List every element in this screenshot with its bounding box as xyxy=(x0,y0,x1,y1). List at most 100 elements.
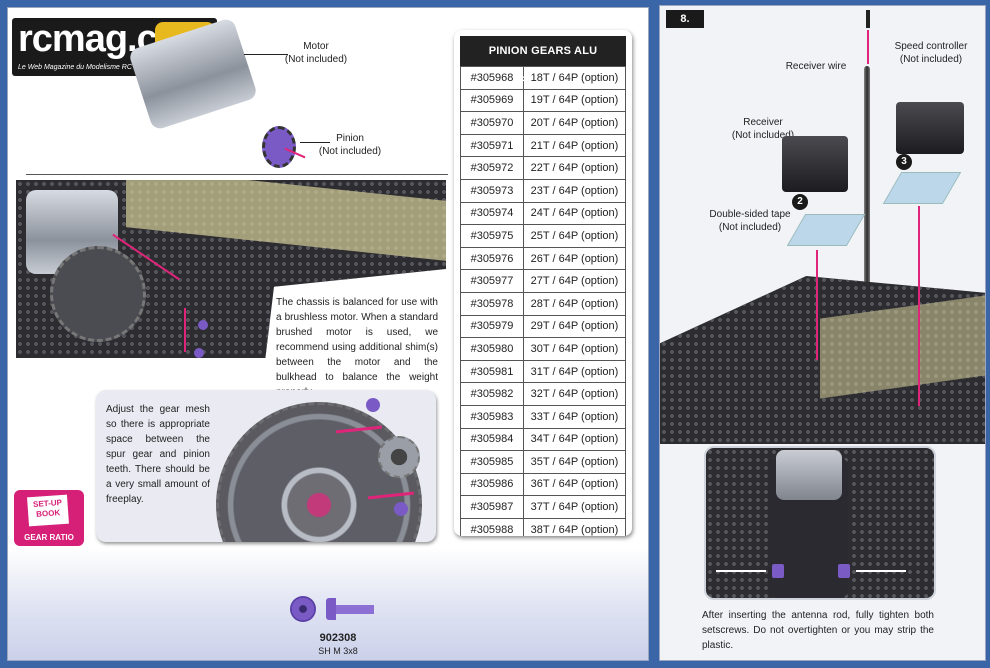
antenna-insert-arrow xyxy=(867,30,869,64)
part-number-cell: #305968 xyxy=(460,66,524,90)
section-divider xyxy=(26,174,448,175)
receiver-wire-label: Receiver wire xyxy=(785,61,847,72)
pinion-size-cell: 37T / 64P (option) xyxy=(523,495,626,519)
screw-head-icon xyxy=(290,596,316,622)
antenna-mount-closeup xyxy=(704,446,936,600)
right-manual-page: 8. Receiver wire Speed controller (Not i… xyxy=(660,6,985,660)
motor-callout: Motor (Not included) xyxy=(284,41,348,65)
purple-screw-top xyxy=(366,398,380,412)
carbon-plate-illustration xyxy=(126,180,446,261)
pinion-size-cell: 30T / 64P (option) xyxy=(523,337,626,361)
setup-book-icon: SET-UP BOOK xyxy=(27,494,69,527)
part-number-cell: #305971 xyxy=(460,133,524,158)
pinion-size-cell: 21T / 64P (option) xyxy=(523,133,626,158)
screw-part-number: 902308 xyxy=(319,632,357,644)
receiver-label: Receiver (Not included) xyxy=(731,117,795,141)
pinion-size-cell: 22T / 64P (option) xyxy=(523,156,626,180)
esc-drop-arrow xyxy=(918,206,920,406)
part-number-cell: #305976 xyxy=(460,246,524,271)
screw-illustration-1 xyxy=(198,320,208,330)
screw-arrow xyxy=(184,308,186,352)
pinion-size-cell: 26T / 64P (option) xyxy=(523,246,626,271)
part-number-cell: #305981 xyxy=(460,359,524,384)
part-number-cell: #305978 xyxy=(460,291,524,316)
setscrew-arrow-left xyxy=(716,570,766,572)
part-number-cell: #305972 xyxy=(460,156,524,180)
spur-gear-illustration xyxy=(50,246,146,342)
antenna-rod xyxy=(864,66,870,362)
step-marker-2: 2 xyxy=(792,194,808,210)
pinion-closeup xyxy=(378,436,420,478)
screw-shank-icon xyxy=(336,605,374,614)
part-number-cell: #305985 xyxy=(460,450,524,474)
pinion-size-cell: 24T / 64P (option) xyxy=(523,201,626,226)
part-number-cell: #305988 xyxy=(460,517,524,536)
logo-tagline: Le Web Magazine du Modelisme RC xyxy=(18,64,132,71)
double-sided-tape-label: Double-sided tape (Not included) xyxy=(709,209,791,233)
speed-controller-illustration xyxy=(896,102,964,154)
receiver-drop-arrow xyxy=(816,250,818,360)
gear-ratio-label: GEAR RATIO xyxy=(24,533,74,542)
part-number-cell: #305983 xyxy=(460,404,524,429)
part-number-cell: #305987 xyxy=(460,495,524,519)
pinion-size-cell: 36T / 64P (option) xyxy=(523,472,626,497)
pinion-size-cell: 35T / 64P (option) xyxy=(523,450,626,474)
chassis-balance-note: The chassis is balanced for use with a b… xyxy=(276,297,438,398)
pinion-illustration xyxy=(262,126,296,168)
part-number-cell: #305970 xyxy=(460,111,524,135)
part-number-cell: #305974 xyxy=(460,201,524,226)
setscrew-right xyxy=(838,564,850,578)
pinion-size-cell: 18T / 64P (option) xyxy=(523,66,626,90)
pinion-table-title: PINION GEARS ALU HARDCOATED xyxy=(460,36,626,87)
pinion-size-cell: 32T / 64P (option) xyxy=(523,382,626,406)
part-number-cell: #305986 xyxy=(460,472,524,497)
part-number-cell: #305980 xyxy=(460,337,524,361)
pinion-size-cell: 23T / 64P (option) xyxy=(523,178,626,203)
gear-mesh-note: Adjust the gear mesh so there is appropr… xyxy=(106,404,210,505)
setscrew-left xyxy=(772,564,784,578)
antenna-cap xyxy=(866,10,870,28)
setscrew-arrow-right xyxy=(856,570,906,572)
chassis-plate-illustration xyxy=(820,293,985,399)
pinion-size-cell: 31T / 64P (option) xyxy=(523,359,626,384)
motor-callout-line xyxy=(244,54,288,55)
pinion-size-cell: 27T / 64P (option) xyxy=(523,269,626,293)
pinion-size-cell: 34T / 64P (option) xyxy=(523,427,626,452)
pinion-callout: Pinion (Not included) xyxy=(318,133,382,157)
antenna-mount-collar xyxy=(776,450,842,500)
part-number-cell: #305975 xyxy=(460,224,524,248)
left-manual-page: rcmag.com Le Web Magazine du Modelisme R… xyxy=(8,8,648,660)
screw-side-icon xyxy=(326,598,336,620)
pinion-size-cell: 38T / 64P (option) xyxy=(523,517,626,536)
pinion-size-cell: 33T / 64P (option) xyxy=(523,404,626,429)
part-number-cell: #305969 xyxy=(460,88,524,113)
screw-spec: SH M 3x8 xyxy=(318,646,358,656)
part-number-cell: #305979 xyxy=(460,314,524,339)
speed-controller-label: Speed controller (Not included) xyxy=(894,41,968,65)
setup-book-badge[interactable]: SET-UP BOOK GEAR RATIO xyxy=(14,490,84,546)
pinion-size-cell: 29T / 64P (option) xyxy=(523,314,626,339)
pinion-callout-line xyxy=(300,142,330,143)
screw-illustration-2 xyxy=(194,348,204,358)
purple-screw-bottom xyxy=(394,502,408,516)
step-number: 8. xyxy=(666,10,704,28)
